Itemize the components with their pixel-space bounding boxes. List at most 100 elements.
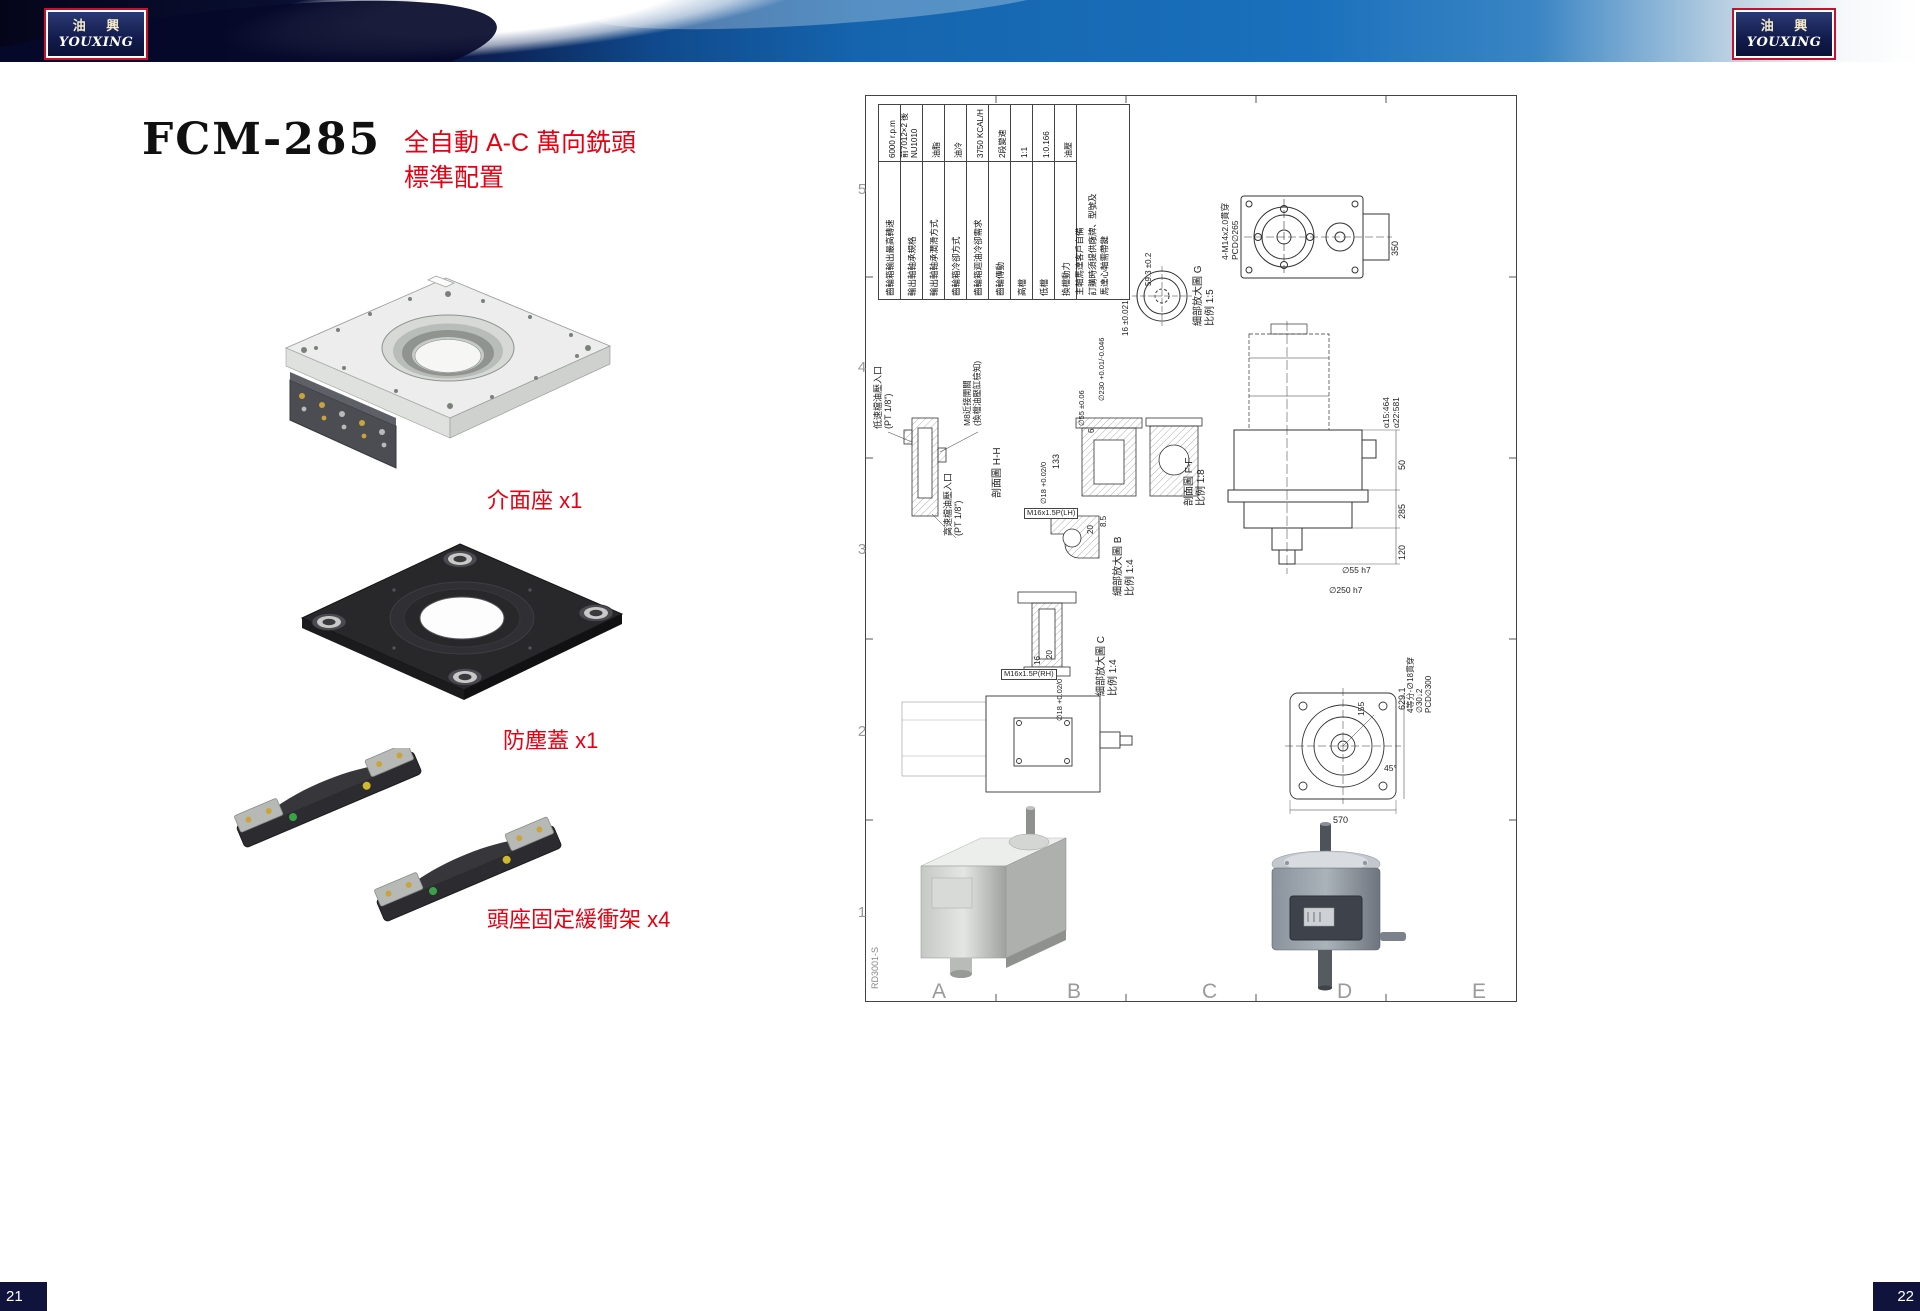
- drawing-annotation: 50: [1397, 459, 1407, 470]
- brand-name-en: YOUXING: [58, 35, 134, 50]
- drawing-annotation: 45°: [1384, 763, 1397, 773]
- drawing-annotation: ∅250 h7: [1329, 585, 1363, 595]
- drawing-annotation: 4等分-∅18貫穿 ∅30↓2 PCD∅300: [1406, 656, 1434, 713]
- drawing-annotation: 剖面圖 F-F 比例 1:8: [1184, 457, 1207, 506]
- brand-logo: 油 興 YOUXING: [44, 8, 148, 60]
- page-title: FCM-285: [142, 114, 382, 165]
- brand-name-cn: 油 興: [72, 19, 128, 34]
- drawing-annotation: 155: [1356, 701, 1366, 716]
- spec-column: 油壓換檔動力: [1055, 105, 1077, 299]
- drawing-annotation: 16: [1033, 656, 1042, 665]
- page-number-left: 21: [0, 1282, 47, 1311]
- drawing-annotation: 16 ±0.021: [1121, 300, 1130, 336]
- drawing-annotation: 285: [1397, 503, 1407, 519]
- drawing-annotation: ∅55 ±0.06: [1077, 390, 1086, 426]
- grid-col-label: A: [932, 980, 947, 1003]
- render-gearbox-unit: [1271, 822, 1406, 991]
- grid-row-label: 3: [857, 541, 867, 558]
- spec-column: 油脂輸出軸軸承潤滑方式: [923, 105, 945, 299]
- drawing-lineart: [866, 96, 1516, 1001]
- spec-label: 齒輪箱冷卻方式: [951, 236, 961, 296]
- header-band: [0, 0, 1920, 62]
- dust-cover-image: [298, 538, 630, 745]
- spec-notes: 主軸馬達客戶自備 訂購時須提供廠牌、型號及 馬達心軸需帶鍵: [1074, 105, 1129, 299]
- grid-col-label: D: [1337, 980, 1353, 1003]
- drawing-annotation: 133: [1051, 453, 1061, 469]
- drawing-annotation: ∅18 +0.02/0: [1039, 461, 1048, 504]
- drawing-annotation: 6: [1087, 428, 1096, 433]
- brand-name-cn: 油 興: [1760, 19, 1816, 34]
- spec-value: 6000 r.p.m: [888, 120, 897, 158]
- drawing-annotation: ∅18 +0.02/0: [1055, 678, 1064, 721]
- spec-value: 3750 KCAL/H: [976, 109, 985, 158]
- subtitle-line1: 全自動 A-C 萬向銑頭: [404, 129, 636, 157]
- render-gray-unit: [920, 806, 1067, 978]
- grid-row-label: 4: [857, 359, 867, 376]
- brand-logo-plate: 油 興 YOUXING: [1736, 12, 1832, 56]
- interface-plate-image: [278, 268, 620, 511]
- spec-value: 前7012×2 後NU1010: [900, 112, 919, 158]
- drawing-annotation: 低速檔油壓入口 (PT 1/8"): [873, 365, 894, 429]
- drawing-annotation: 570: [1333, 815, 1349, 825]
- grid-row-label: 2: [857, 723, 867, 740]
- buffer-bracket-image: [228, 742, 580, 931]
- drawing-annotation: 350: [1390, 240, 1400, 256]
- spec-label: 輸出軸軸承規格: [907, 236, 917, 296]
- spec-notes-text: 主軸馬達客戶自備 訂購時須提供廠牌、型號及 馬達心軸需帶鍵: [1074, 192, 1110, 295]
- spec-column: 6000 r.p.m 齒輪箱輸出最高轉速: [879, 105, 901, 299]
- caption-interface-plate: 介面座 x1: [487, 488, 583, 513]
- brand-logo: 油 興 YOUXING: [1732, 8, 1836, 60]
- spec-column: 3750 KCAL/H 齒輪箱迴油冷卻需求: [967, 105, 989, 299]
- drawing-annotation: 59.3 ±0.2: [1144, 252, 1153, 286]
- spec-column: 油冷齒輪箱冷卻方式: [945, 105, 967, 299]
- drawing-annotation: M16x1.5P(RH): [1001, 669, 1057, 680]
- technical-drawing-sheet: 6000 r.p.m 齒輪箱輸出最高轉速 前7012×2 後NU1010 輸出軸軸承規…: [858, 95, 1517, 1003]
- spec-label: 齒輪傳動: [995, 261, 1005, 296]
- spec-value: 油壓: [1064, 142, 1073, 158]
- grid-col-label: E: [1472, 980, 1487, 1003]
- drawing-annotation: 剖面圖 H-H: [992, 447, 1003, 498]
- spec-label: 高檔: [1017, 278, 1027, 296]
- drawing-annotation: 高速檔油壓入口 (PT 1/8"): [943, 472, 964, 536]
- page-number-right: 22: [1873, 1282, 1920, 1311]
- spec-value: 油脂: [932, 142, 941, 158]
- grid-row-label: 5: [857, 181, 867, 198]
- caption-dust-cover: 防塵蓋 x1: [503, 728, 599, 753]
- band-swoosh-graphic: [0, 0, 1070, 62]
- drawing-annotation: 細部放大圖 G 比例 1:5: [1193, 265, 1216, 326]
- drawing-annotation: ∅55 h7: [1342, 565, 1371, 575]
- grid-col-label: B: [1067, 980, 1082, 1003]
- drawing-annotation: 細部放大圖 B 比例 1:4: [1113, 536, 1136, 596]
- drawing-annotation: M8近接開關 (換檔油壓缸檢知): [962, 360, 982, 426]
- drawing-annotation: ∅230 +0.01/-0.046: [1097, 337, 1106, 401]
- subtitle-line2: 標準配置: [404, 164, 505, 192]
- spec-value: 1:1: [1020, 146, 1029, 158]
- spec-value: 2段變速: [998, 129, 1007, 158]
- caption-buffer-bracket: 頭座固定緩衝架 x4: [487, 907, 671, 932]
- spec-value: 1:0.166: [1042, 131, 1051, 158]
- drawing-annotation: 4-M14x2.0貫穿 PCD∅265: [1220, 202, 1240, 260]
- drawing-annotation: 20: [1086, 525, 1095, 534]
- drawing-annotation: M16x1.5P(LH): [1024, 508, 1079, 519]
- brand-logo-plate: 油 興 YOUXING: [48, 12, 144, 56]
- spec-table: 6000 r.p.m 齒輪箱輸出最高轉速 前7012×2 後NU1010 輸出軸軸承規…: [878, 104, 1130, 300]
- spec-column: 1:1 高檔: [1011, 105, 1033, 299]
- drawing-annotation: 細部放大圖 C 比例 1:4: [1096, 636, 1119, 696]
- drawing-annotation: 20: [1045, 650, 1054, 659]
- spec-label: 低檔: [1039, 278, 1049, 296]
- spec-column: 2段變速齒輪傳動: [989, 105, 1011, 299]
- grid-row-label: 1: [857, 904, 867, 921]
- spec-value: 油冷: [954, 142, 963, 158]
- spec-label: 換檔動力: [1061, 261, 1071, 296]
- brand-name-en: YOUXING: [1746, 35, 1822, 50]
- drawing-doc-number: RD3001-S: [870, 946, 880, 989]
- drawing-annotation: 120: [1397, 544, 1407, 560]
- page-subtitle: 全自動 A-C 萬向銑頭 標準配置: [404, 126, 636, 196]
- grid-col-label: C: [1202, 980, 1218, 1003]
- spec-label: 齒輪箱迴油冷卻需求: [973, 219, 983, 296]
- spec-label: 齒輪箱輸出最高轉速: [885, 219, 895, 296]
- spec-column: 前7012×2 後NU1010 輸出軸軸承規格: [900, 105, 923, 299]
- spec-label: 輸出軸軸承潤滑方式: [929, 219, 939, 296]
- drawing-annotation: 8.5: [1099, 515, 1108, 527]
